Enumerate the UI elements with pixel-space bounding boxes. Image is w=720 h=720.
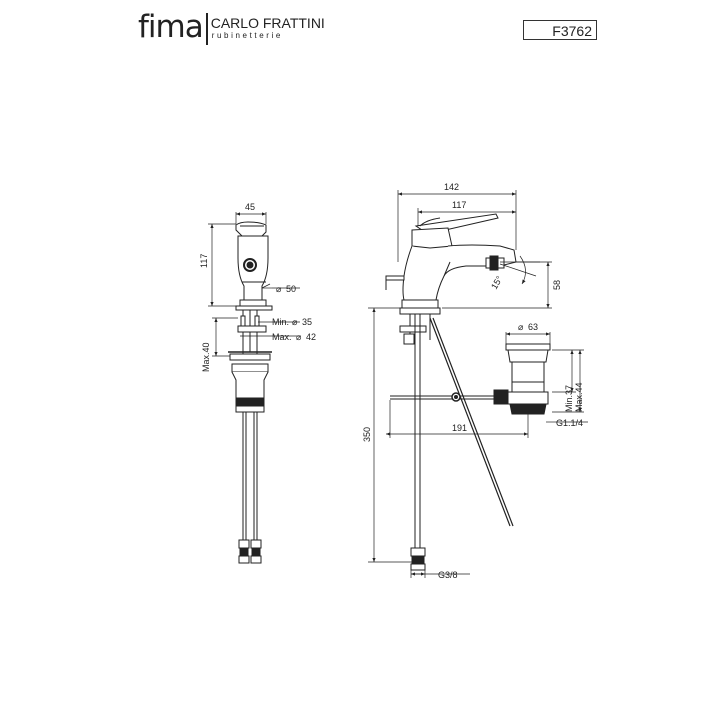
dim-35: 35 xyxy=(302,317,312,327)
header: fima CARLO FRATTINI rubinetterie F3762 xyxy=(0,0,720,60)
brand-logo: fima CARLO FRATTINI rubinetterie xyxy=(138,10,325,50)
diameter-symbol-35: ⌀ xyxy=(292,317,298,327)
dim-50: 50 xyxy=(286,284,296,294)
brand-name: fima xyxy=(138,9,204,45)
dim-58: 58 xyxy=(552,280,562,290)
dim-max44: Max.44 xyxy=(574,382,584,412)
dim-191: 191 xyxy=(452,423,467,433)
brand-maker-sub: rubinetterie xyxy=(211,31,283,40)
dim-45: 45 xyxy=(245,202,255,212)
diameter-symbol-42: ⌀ xyxy=(296,332,302,342)
front-view-dimensions xyxy=(208,212,300,357)
dim-117-front: 117 xyxy=(199,254,209,268)
dim-min-label: Min. xyxy=(272,317,289,327)
dim-63: 63 xyxy=(528,322,538,332)
brand-divider xyxy=(205,13,208,45)
side-view xyxy=(385,213,551,571)
dimension-labels: 45 117 ⌀ 50 Min. ⌀ 35 Max. ⌀ 42 Max.40 3… xyxy=(199,182,584,580)
brand-maker: CARLO FRATTINI xyxy=(210,15,325,31)
dim-g114: G1.1/4 xyxy=(556,418,583,428)
dim-g38: G3/8 xyxy=(438,570,458,580)
dim-350: 350 xyxy=(362,427,372,442)
dim-angle-15: 15° xyxy=(489,274,505,291)
dim-117-side: 117 xyxy=(452,200,466,210)
dim-42: 42 xyxy=(306,332,316,342)
diameter-symbol-50: ⌀ xyxy=(276,284,282,294)
diameter-symbol-63: ⌀ xyxy=(518,322,524,332)
dim-142: 142 xyxy=(444,182,459,192)
brand-maker-block: CARLO FRATTINI rubinetterie xyxy=(210,15,325,41)
dim-max40: Max.40 xyxy=(201,342,211,372)
front-view xyxy=(228,221,273,564)
dim-max-label: Max. xyxy=(272,332,292,342)
side-view-dimensions xyxy=(368,190,588,578)
dim-min37: Min.37 xyxy=(564,385,574,412)
product-code: F3762 xyxy=(523,20,597,40)
